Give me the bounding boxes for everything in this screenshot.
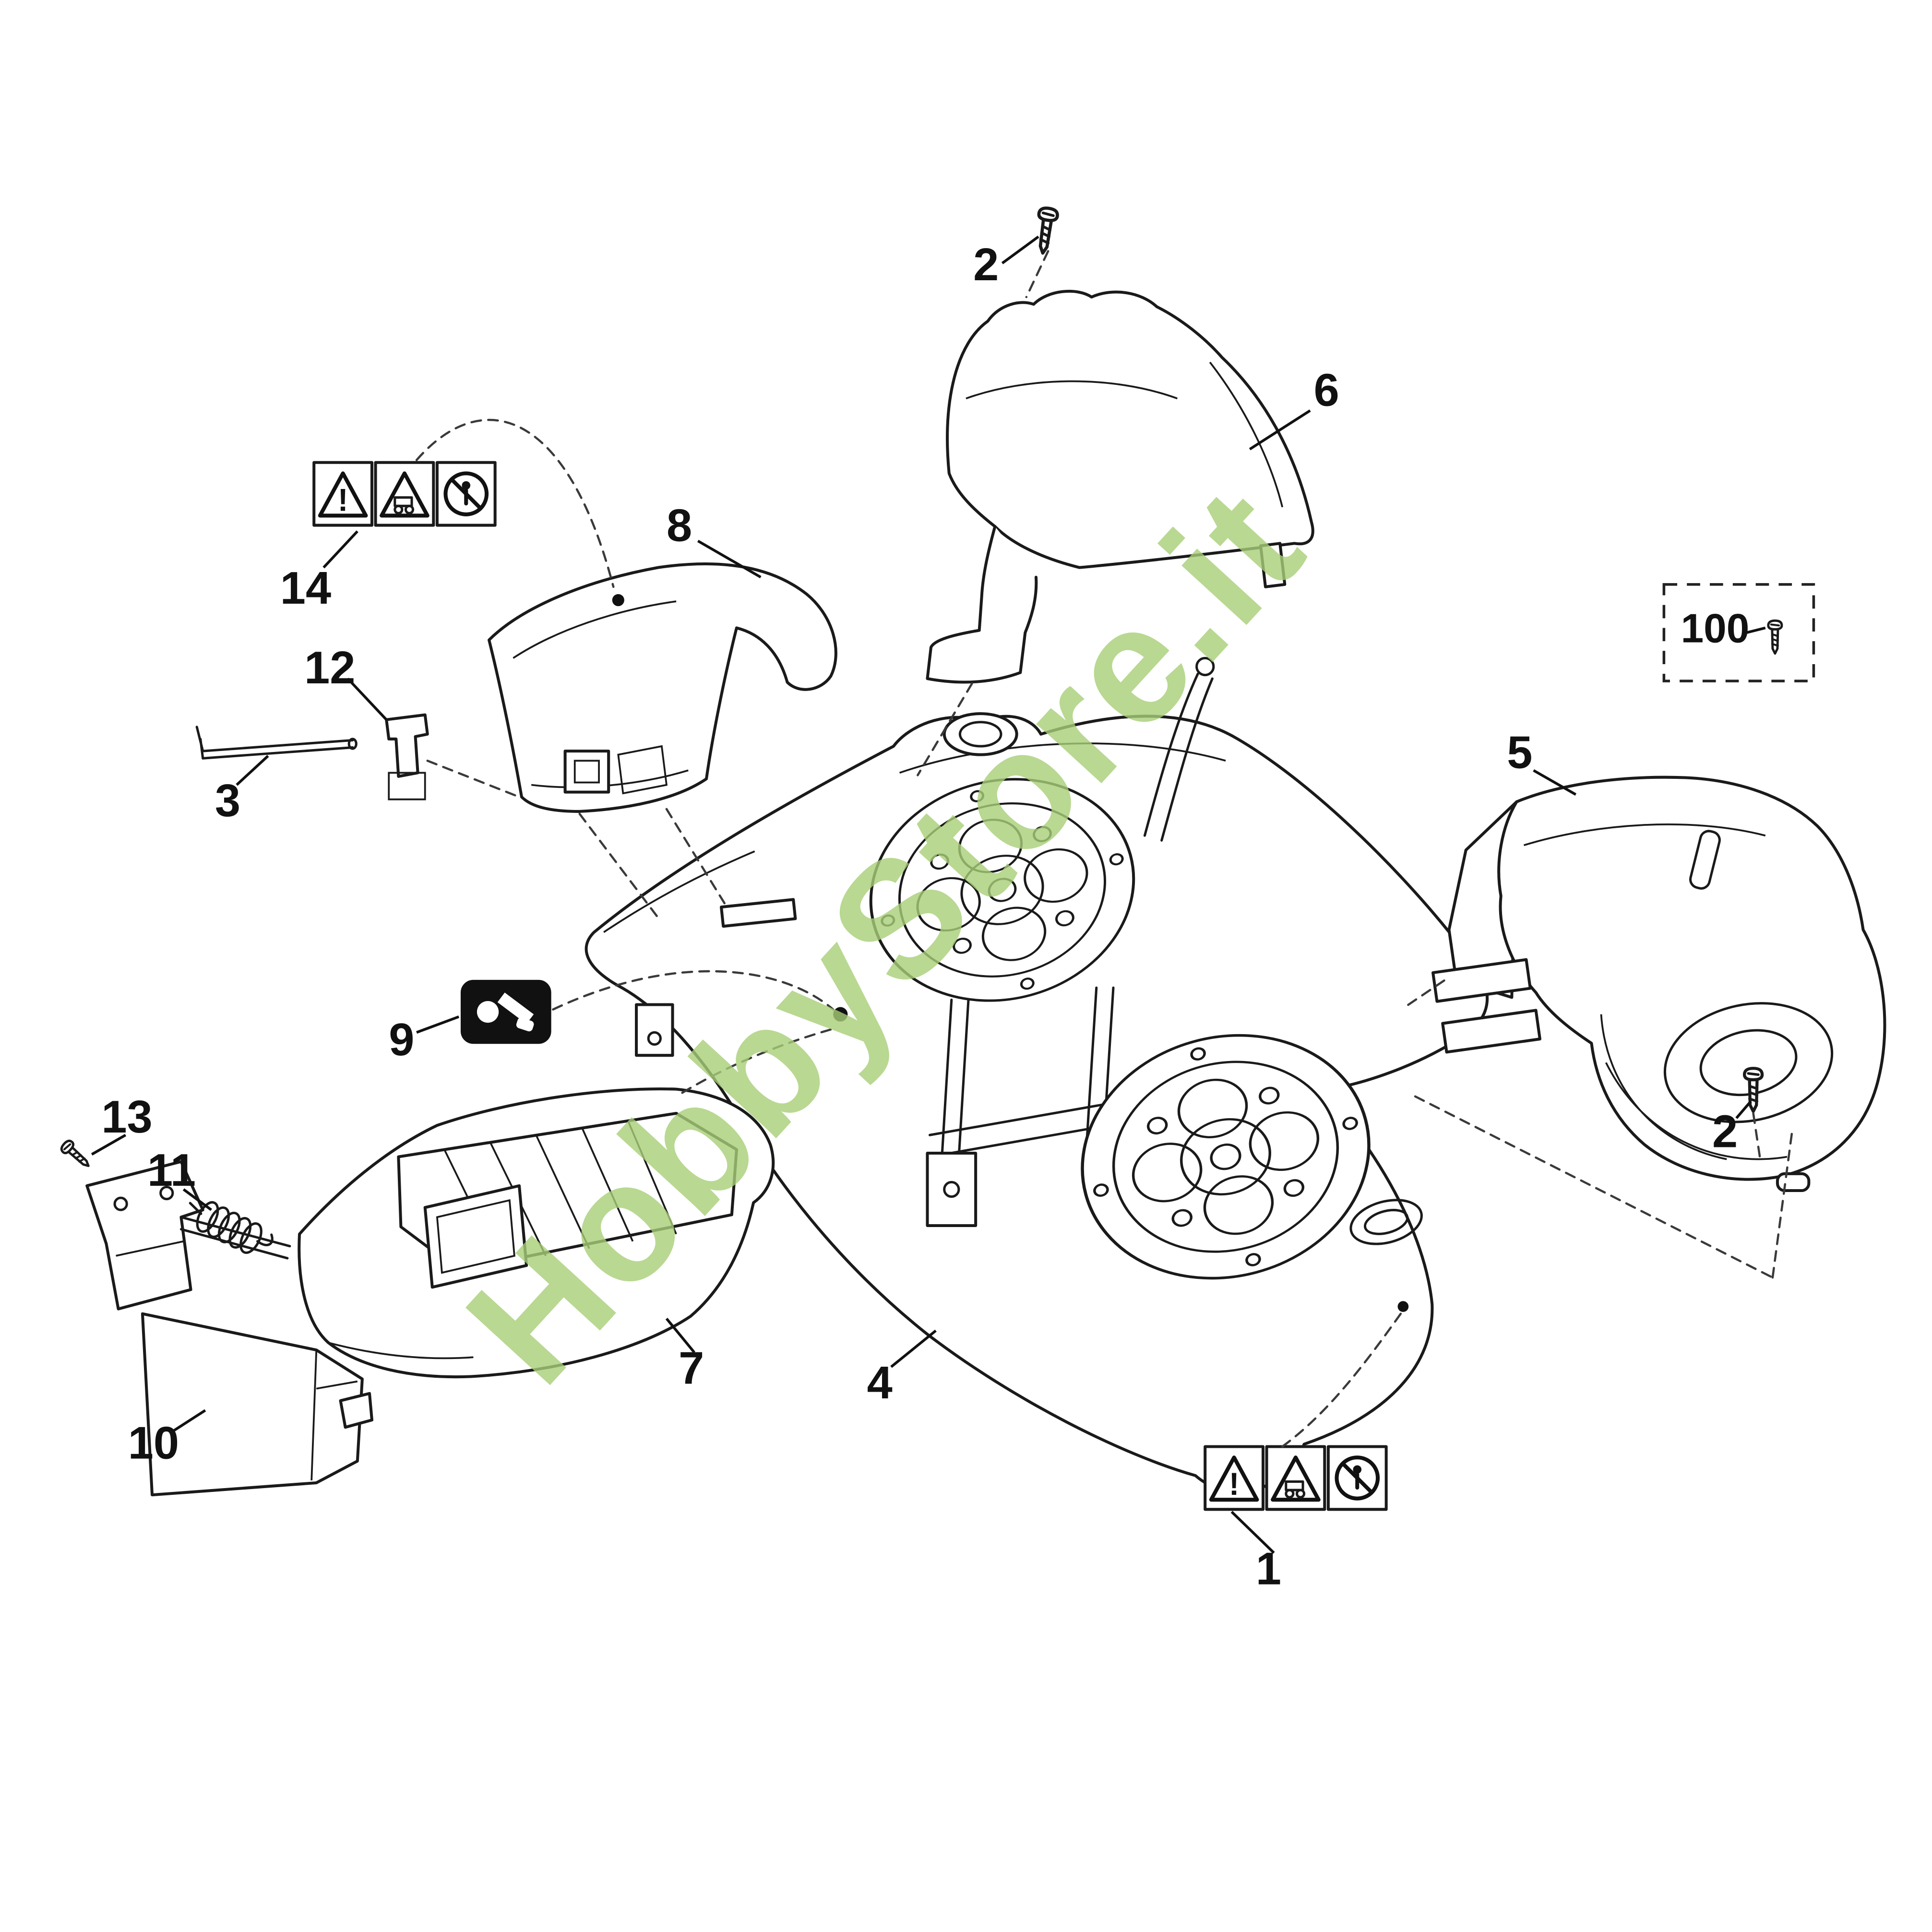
deck-slot-bracket bbox=[720, 898, 797, 928]
callout-1: 1 bbox=[1256, 1543, 1281, 1594]
part-5-right-cover bbox=[1431, 775, 1886, 1193]
part-1-warning-labels bbox=[1205, 1446, 1386, 1509]
callout-2-top: 2 bbox=[973, 239, 999, 290]
part-14-warning-labels bbox=[314, 463, 495, 525]
part-6-top-cover bbox=[926, 289, 1314, 684]
callout-12: 12 bbox=[304, 642, 355, 693]
part-12-clip bbox=[385, 713, 429, 800]
part-11-spring bbox=[189, 1201, 274, 1254]
callout-3: 3 bbox=[215, 775, 240, 826]
part-3-rod bbox=[195, 726, 358, 760]
deck-bracket-plate bbox=[926, 1151, 978, 1228]
deck-oval-port bbox=[1349, 1199, 1423, 1245]
kit-dashed-box bbox=[1662, 583, 1815, 682]
callout-13: 13 bbox=[101, 1091, 152, 1143]
callout-6: 6 bbox=[1314, 364, 1339, 416]
cover-flange-slot bbox=[1441, 1009, 1541, 1054]
deck-cap bbox=[942, 712, 1018, 756]
deck-screw-hole bbox=[833, 1007, 848, 1022]
part-8-discharge-chute bbox=[488, 562, 837, 813]
callout-7: 7 bbox=[679, 1343, 704, 1394]
deck-side-bracket bbox=[635, 1003, 674, 1057]
part-10-bracket bbox=[85, 1160, 374, 1497]
callout-14: 14 bbox=[280, 562, 331, 614]
callouts: 2 6 8 14 12 3 5 2 9 13 11 10 7 4 1 bbox=[101, 239, 1738, 1595]
callout-11: 11 bbox=[147, 1145, 196, 1196]
assembly-dashed-lines bbox=[415, 250, 1793, 1448]
part-4-mower-deck bbox=[584, 656, 1489, 1493]
callout-100: 100 bbox=[1681, 606, 1750, 652]
callout-leader-lines bbox=[91, 235, 1752, 1554]
chute-latch bbox=[563, 750, 610, 794]
chute-hole bbox=[612, 594, 624, 607]
cover-slot bbox=[1689, 830, 1721, 890]
deck-label-hole bbox=[1397, 1301, 1409, 1312]
callout-9: 9 bbox=[389, 1014, 414, 1065]
arm-pivot-hole bbox=[1195, 656, 1215, 677]
callout-5: 5 bbox=[1507, 727, 1532, 778]
callout-8: 8 bbox=[667, 500, 692, 551]
part-9-tool-label bbox=[460, 979, 551, 1044]
part-100-kit-box: 100 bbox=[1662, 583, 1815, 682]
cover-foot bbox=[1776, 1172, 1811, 1193]
callout-2-right: 2 bbox=[1712, 1106, 1738, 1157]
callout-4: 4 bbox=[867, 1357, 893, 1408]
part-7-belt-guard bbox=[298, 1087, 775, 1379]
callout-10: 10 bbox=[128, 1418, 179, 1469]
cover-flange-slot bbox=[1431, 958, 1532, 1003]
